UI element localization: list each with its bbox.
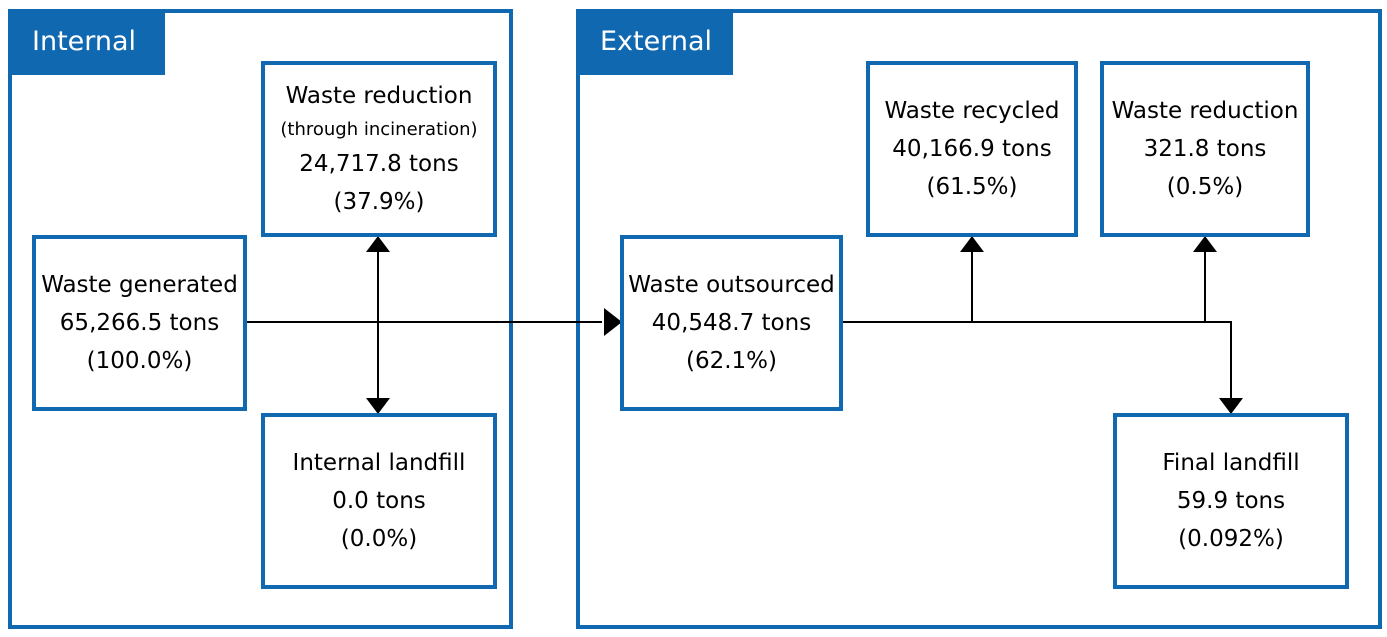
node-waste-recycled: Waste recycled 40,166.9 tons (61.5%) bbox=[866, 61, 1078, 237]
waste-generated-amount: 65,266.5 tons bbox=[59, 310, 220, 336]
waste-reduction-internal-note: (through incineration) bbox=[280, 119, 478, 140]
node-waste-outsourced: Waste outsourced 40,548.7 tons (62.1%) bbox=[620, 235, 843, 411]
internal-landfill-amount: 0.0 tons bbox=[332, 488, 426, 514]
final-landfill-amount: 59.9 tons bbox=[1176, 488, 1286, 514]
waste-reduction-internal-amount: 24,717.8 tons bbox=[299, 151, 459, 177]
final-landfill-title: Final landfill bbox=[1162, 450, 1300, 476]
arrowhead-recycled bbox=[960, 236, 984, 252]
external-panel-label: External bbox=[576, 9, 733, 75]
arrowhead-internal-up bbox=[366, 236, 390, 252]
internal-panel-label: Internal bbox=[8, 9, 165, 75]
arrowhead-internal-down bbox=[366, 398, 390, 414]
arrowhead-final-landfill bbox=[1219, 398, 1243, 414]
waste-outsourced-percent: (62.1%) bbox=[685, 348, 777, 374]
node-waste-reduction-internal: Waste reduction (through incineration) 2… bbox=[261, 61, 497, 237]
final-landfill-percent: (0.092%) bbox=[1178, 526, 1284, 552]
node-final-landfill: Final landfill 59.9 tons (0.092%) bbox=[1113, 413, 1349, 589]
waste-reduction-external-percent: (0.5%) bbox=[1166, 174, 1244, 200]
node-waste-generated: Waste generated 65,266.5 tons (100.0%) bbox=[32, 235, 247, 411]
waste-recycled-title: Waste recycled bbox=[884, 98, 1060, 124]
waste-reduction-internal-percent: (37.9%) bbox=[333, 189, 425, 215]
node-internal-landfill: Internal landfill 0.0 tons (0.0%) bbox=[261, 413, 497, 589]
waste-reduction-internal-title: Waste reduction bbox=[285, 83, 473, 109]
waste-generated-percent: (100.0%) bbox=[86, 348, 193, 374]
waste-generated-title: Waste generated bbox=[41, 272, 238, 298]
waste-outsourced-title: Waste outsourced bbox=[628, 272, 835, 298]
waste-recycled-amount: 40,166.9 tons bbox=[892, 136, 1052, 162]
arrowhead-outsourced bbox=[604, 308, 622, 336]
arrowhead-external-reduction bbox=[1193, 236, 1217, 252]
waste-reduction-external-amount: 321.8 tons bbox=[1143, 136, 1267, 162]
waste-recycled-percent: (61.5%) bbox=[926, 174, 1018, 200]
waste-outsourced-amount: 40,548.7 tons bbox=[651, 310, 812, 336]
internal-landfill-title: Internal landfill bbox=[292, 450, 466, 476]
internal-landfill-percent: (0.0%) bbox=[340, 526, 418, 552]
node-waste-reduction-external: Waste reduction 321.8 tons (0.5%) bbox=[1100, 61, 1310, 237]
waste-reduction-external-title: Waste reduction bbox=[1111, 98, 1299, 124]
